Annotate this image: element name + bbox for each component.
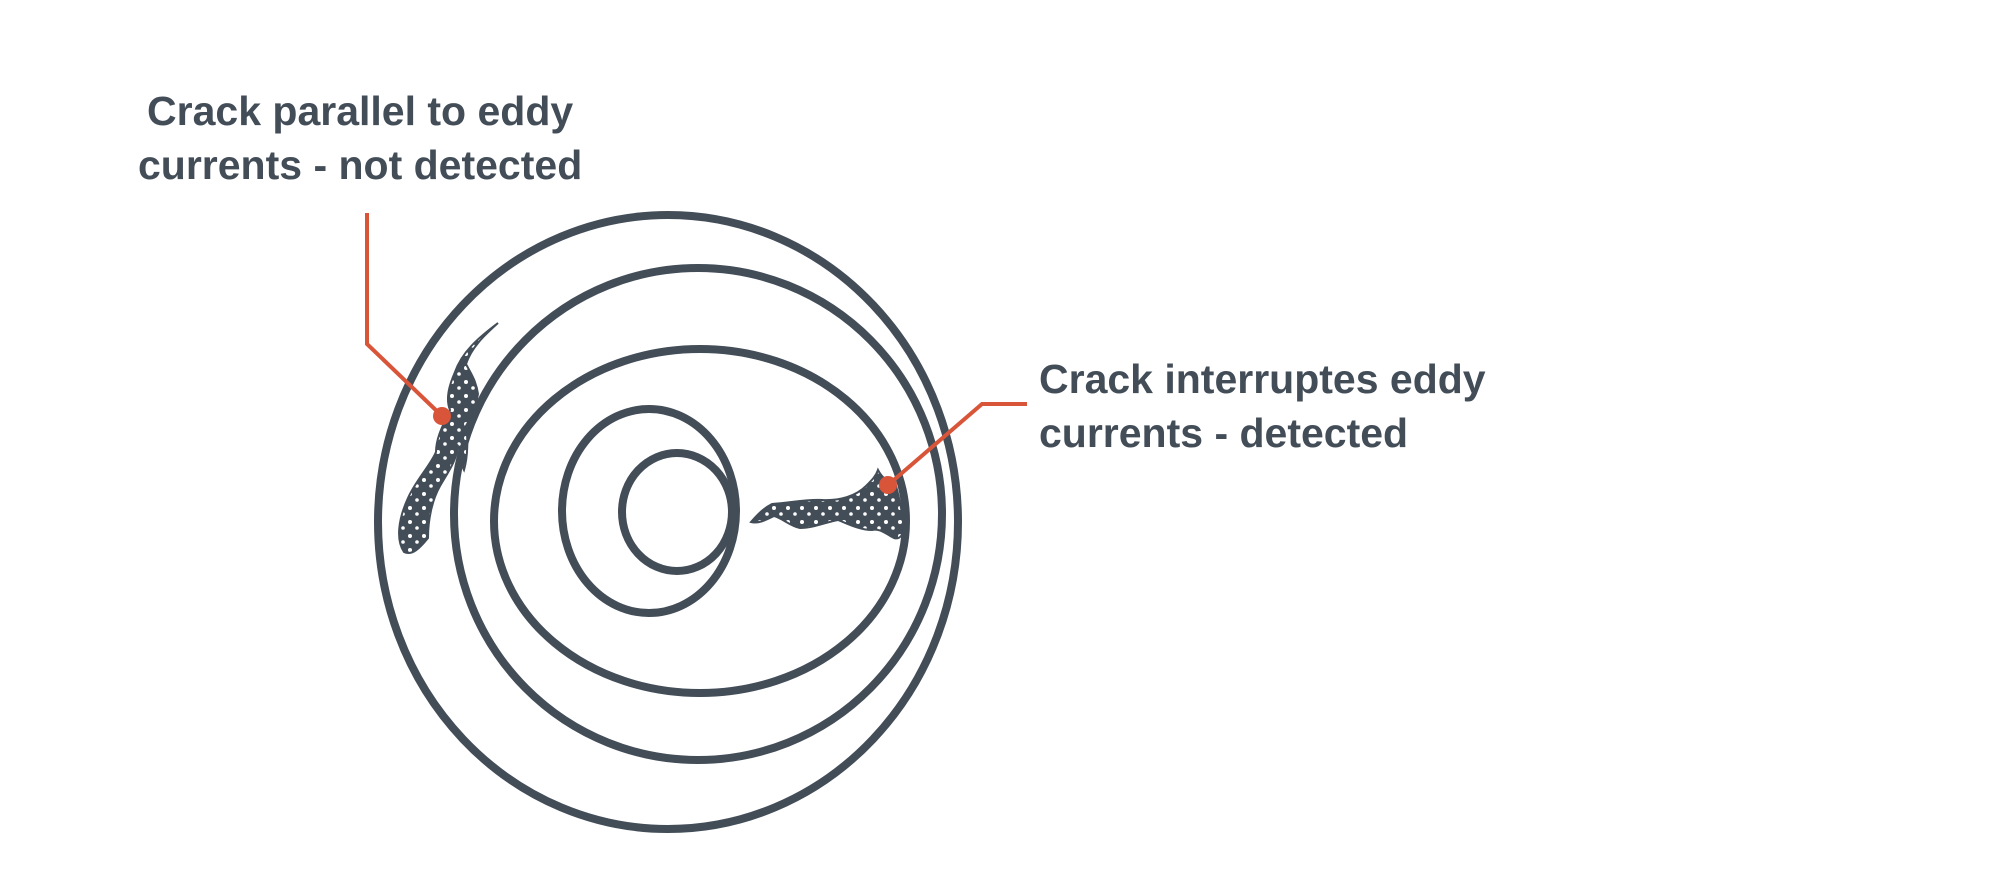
eddy-current-loop-2	[450, 264, 946, 764]
interrupting-crack-label-line2: currents - detected	[1039, 410, 1409, 456]
parallel-crack-leader-line	[365, 213, 444, 418]
interrupting-crack-shape	[749, 467, 906, 540]
eddy-current-loop-4	[558, 405, 740, 617]
eddy-current-loop-inner	[618, 449, 736, 575]
parallel-crack-label-line2: currents - not detected	[138, 142, 583, 188]
parallel-crack-shape	[398, 322, 499, 554]
eddy-current-loop-outer	[374, 211, 962, 833]
interrupting-crack-leader-line	[886, 402, 1027, 487]
parallel-crack-label-line1: Crack parallel to eddy	[147, 88, 574, 134]
eddy-current-loop-3	[490, 345, 910, 697]
parallel-crack-label: Crack parallel to eddy currents - not de…	[138, 84, 582, 192]
interrupting-crack-marker	[879, 476, 897, 494]
interrupting-crack-label-line1: Crack interruptes eddy	[1039, 356, 1486, 402]
interrupting-crack-label: Crack interruptes eddy currents - detect…	[1039, 352, 1486, 460]
parallel-crack-marker	[433, 407, 451, 425]
